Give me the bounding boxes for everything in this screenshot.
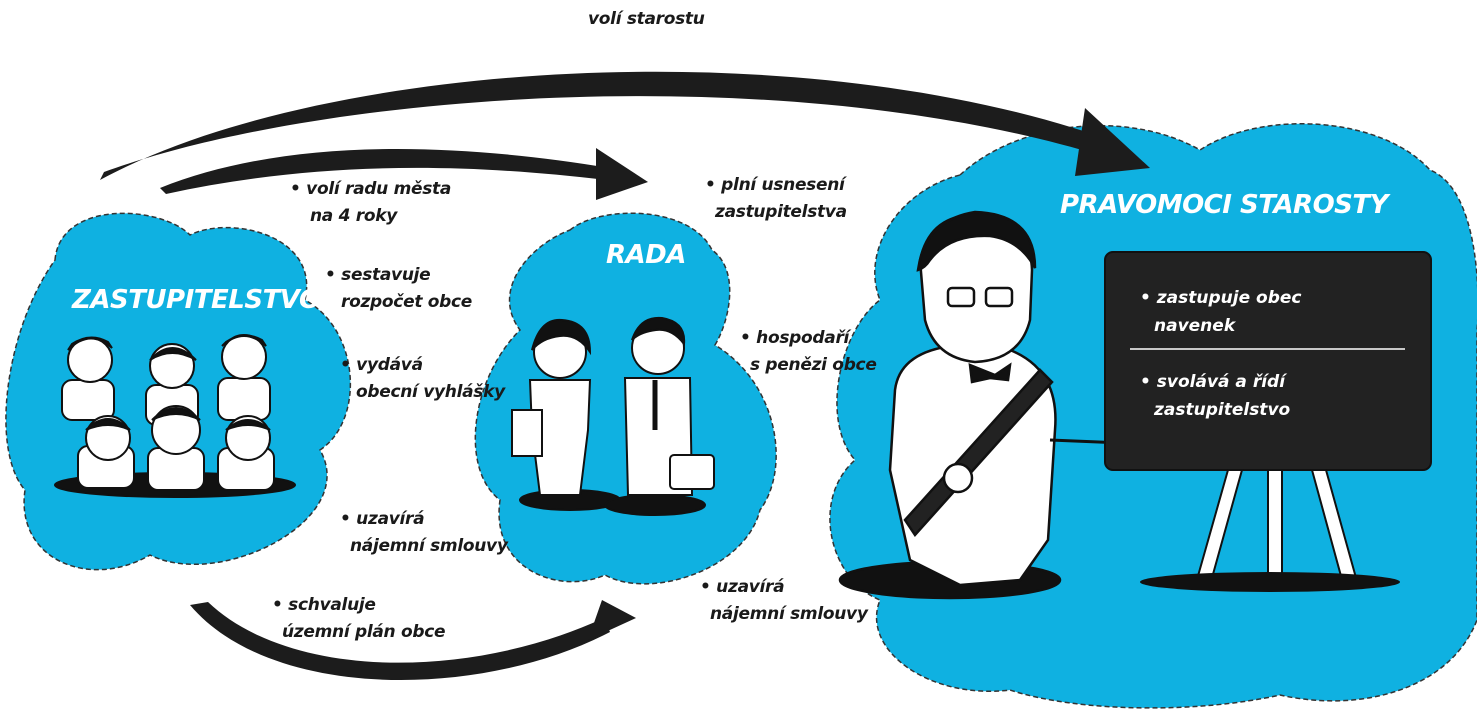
- duty-sestavuje: • sestavuje rozpočet obce: [325, 265, 473, 312]
- rada-title: RADA: [606, 240, 686, 270]
- arrow-to-rada: [160, 149, 610, 194]
- starosta-title: PRAVOMOCI STAROSTY: [1060, 190, 1388, 220]
- arrow-voli-starostu-head: [1075, 108, 1150, 176]
- council-figures: [54, 334, 296, 498]
- duty-vydava: • vydává obecní vyhlášky: [340, 355, 505, 402]
- duty-uzavira-rada: • uzavírá nájemní smlouvy: [700, 577, 868, 624]
- duty-voli-radu: • volí radu města na 4 roky: [290, 179, 452, 226]
- arrow-label-voli-starostu: volí starostu: [588, 9, 705, 29]
- blackboard: [1104, 251, 1432, 592]
- mayor-figure: [838, 210, 1246, 600]
- rada-figures: [511, 316, 715, 516]
- board-item-svolava: • svolává a řídí zastupitelstvo: [1140, 372, 1291, 420]
- duty-uzavira-zastupitelstvo: • uzavírá nájemní smlouvy: [340, 509, 508, 556]
- zastupitelstvo-title: ZASTUPITELSTVO: [72, 285, 321, 315]
- arrow-voli-starostu: [100, 71, 1110, 180]
- arrow-to-rada-head: [596, 148, 648, 200]
- duty-schvaluje: • schvaluje územní plán obce: [272, 595, 446, 642]
- board-item-zastupuje: • zastupuje obec navenek: [1140, 288, 1302, 336]
- arrow-bottom: [190, 602, 610, 681]
- duty-hospodari: • hospodaří s penězi obce: [740, 328, 877, 375]
- arrow-bottom-head: [588, 600, 636, 640]
- duty-plni-usneseni: • plní usnesení zastupitelstva: [705, 175, 847, 222]
